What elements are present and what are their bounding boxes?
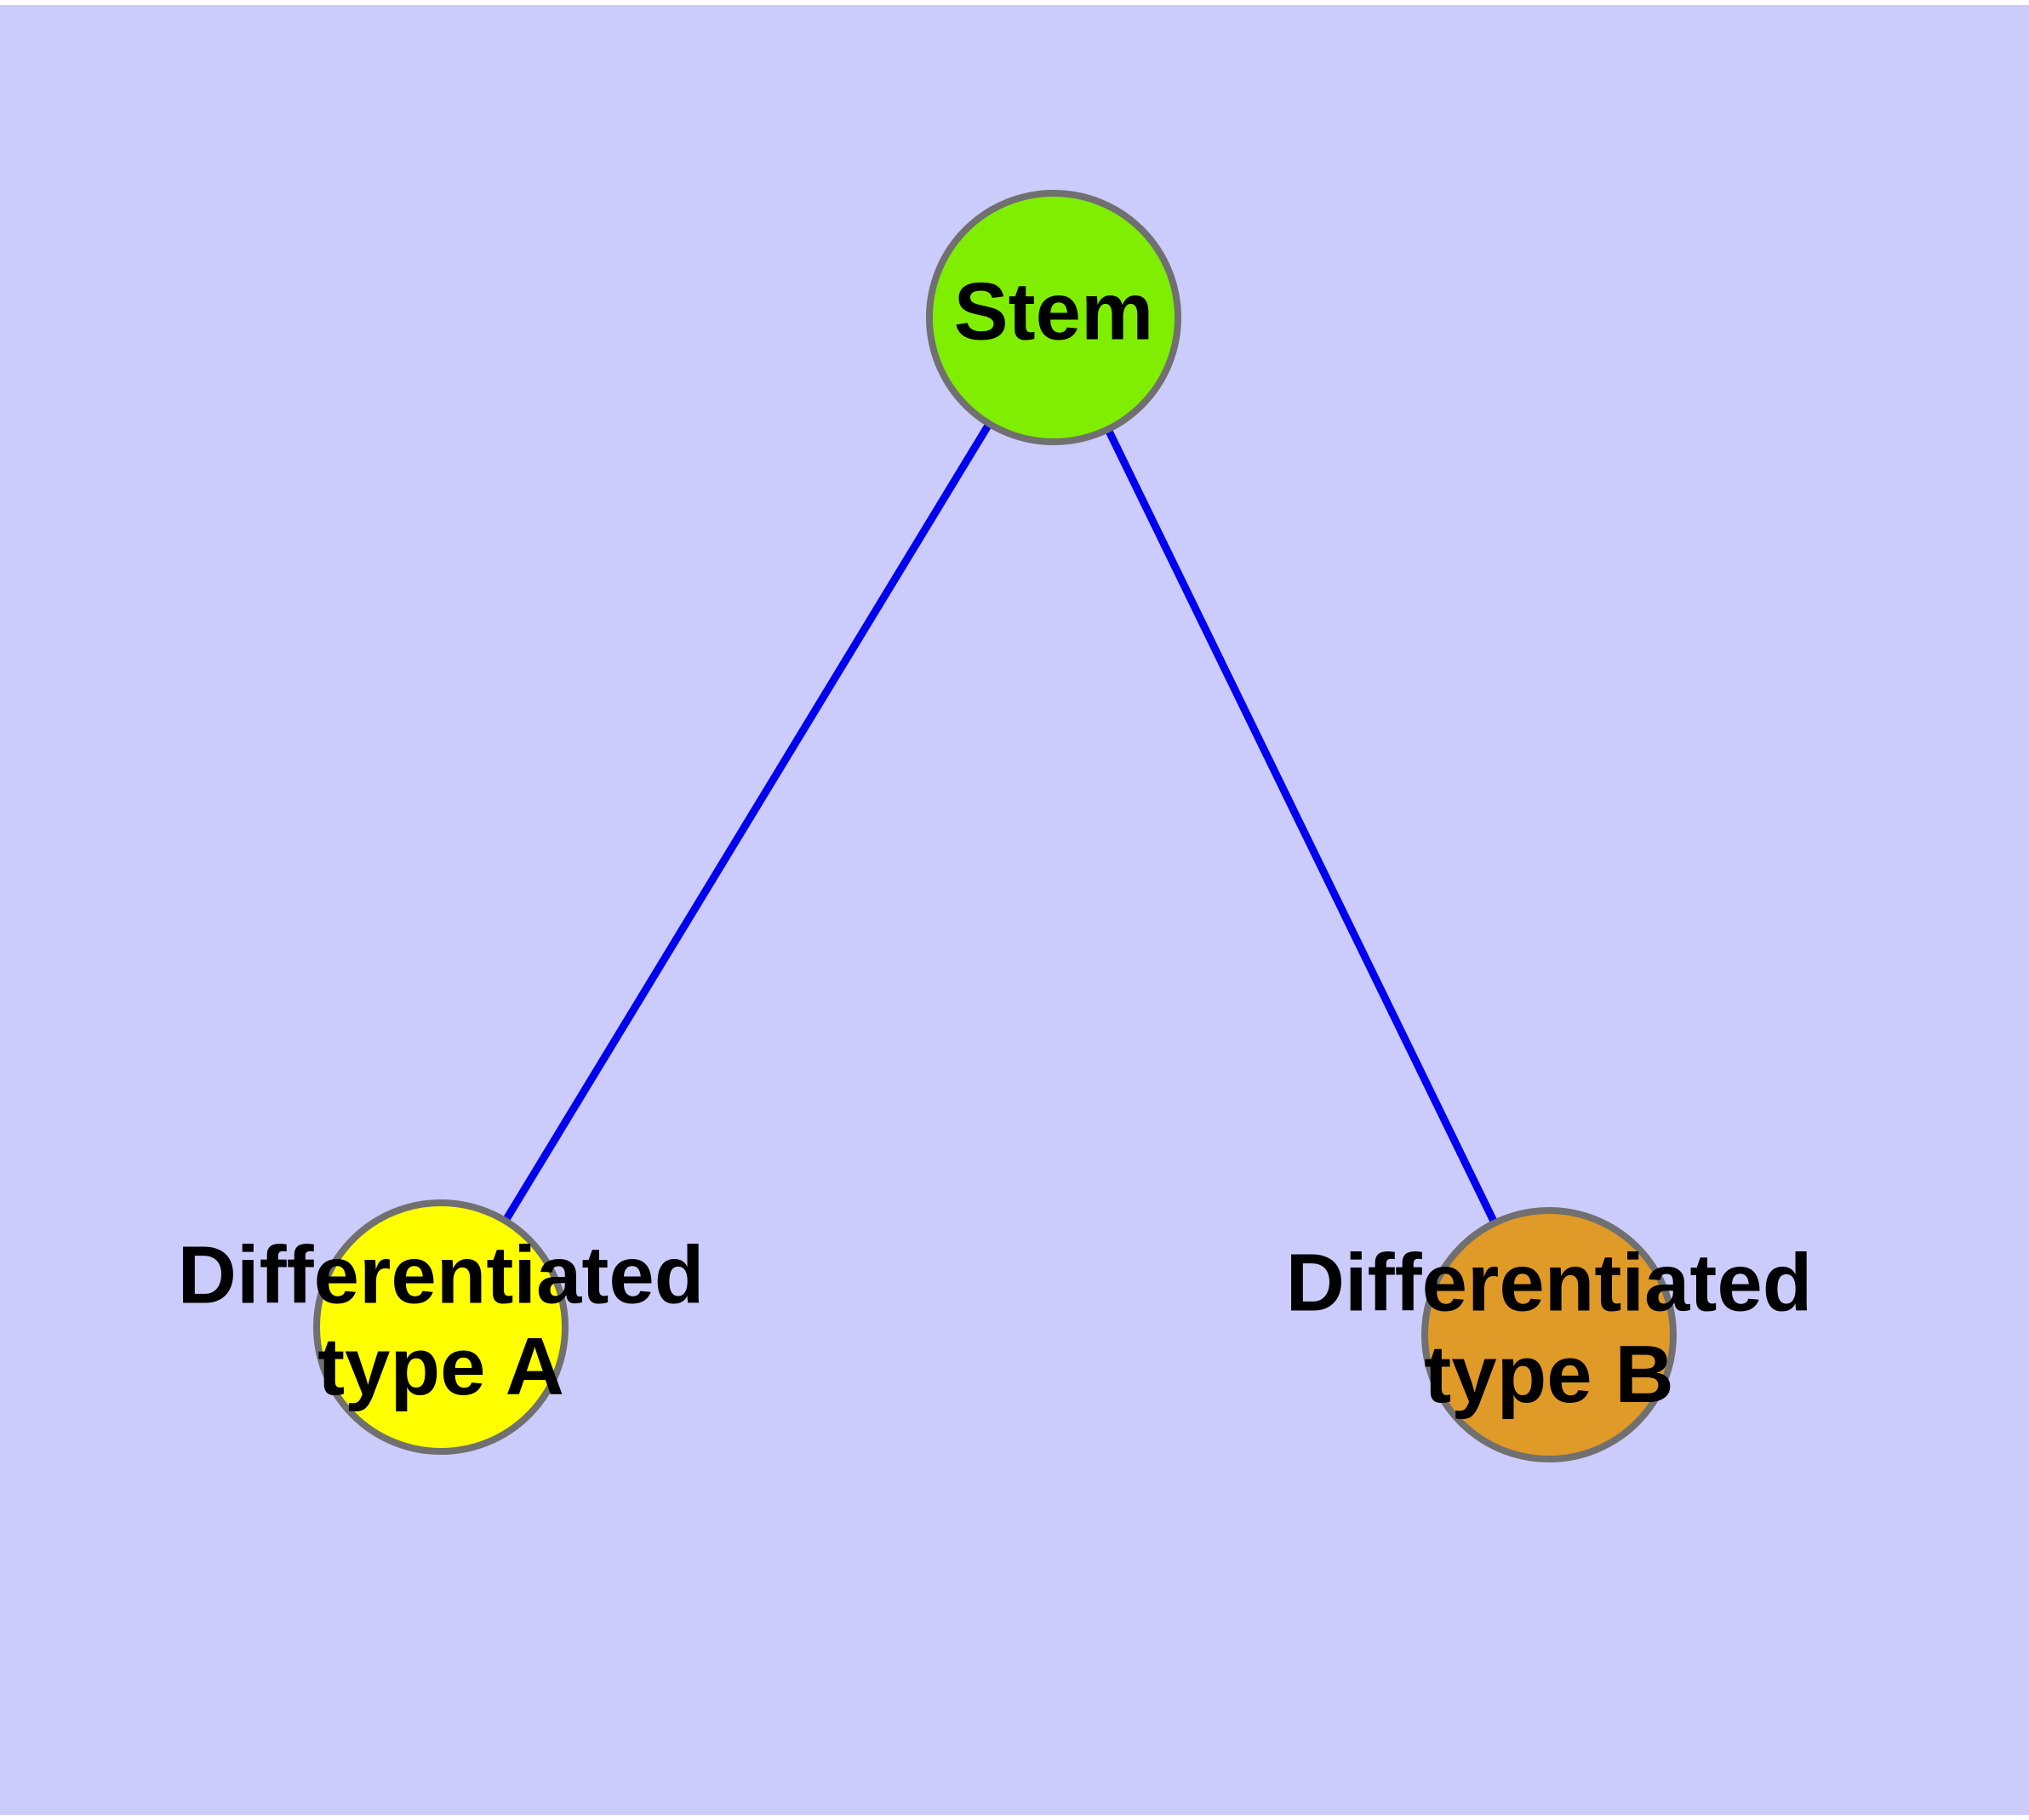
node-label-line-diff-b-0: Differentiated <box>1286 1238 1813 1329</box>
node-stem[interactable] <box>926 190 1181 445</box>
node-label-line-diff-b-1: type B <box>1424 1329 1673 1420</box>
node-diff-a[interactable] <box>313 1199 569 1455</box>
node-label-stem: Stem <box>954 266 1154 357</box>
edge-stem-to-a[interactable] <box>501 421 993 1223</box>
node-circle-diff-b[interactable] <box>1421 1207 1677 1462</box>
node-label-line-diff-a-1: type A <box>317 1321 564 1412</box>
nodes-layer <box>313 190 1677 1462</box>
node-diff-b[interactable] <box>1421 1207 1677 1462</box>
node-label-line-stem-0: Stem <box>954 266 1154 357</box>
node-circle-stem[interactable] <box>926 190 1181 445</box>
edge-stem-to-b[interactable] <box>1104 427 1499 1225</box>
edges-layer <box>501 421 1499 1225</box>
node-circle-diff-a[interactable] <box>313 1199 569 1455</box>
node-label-line-diff-a-0: Differentiated <box>178 1230 705 1321</box>
